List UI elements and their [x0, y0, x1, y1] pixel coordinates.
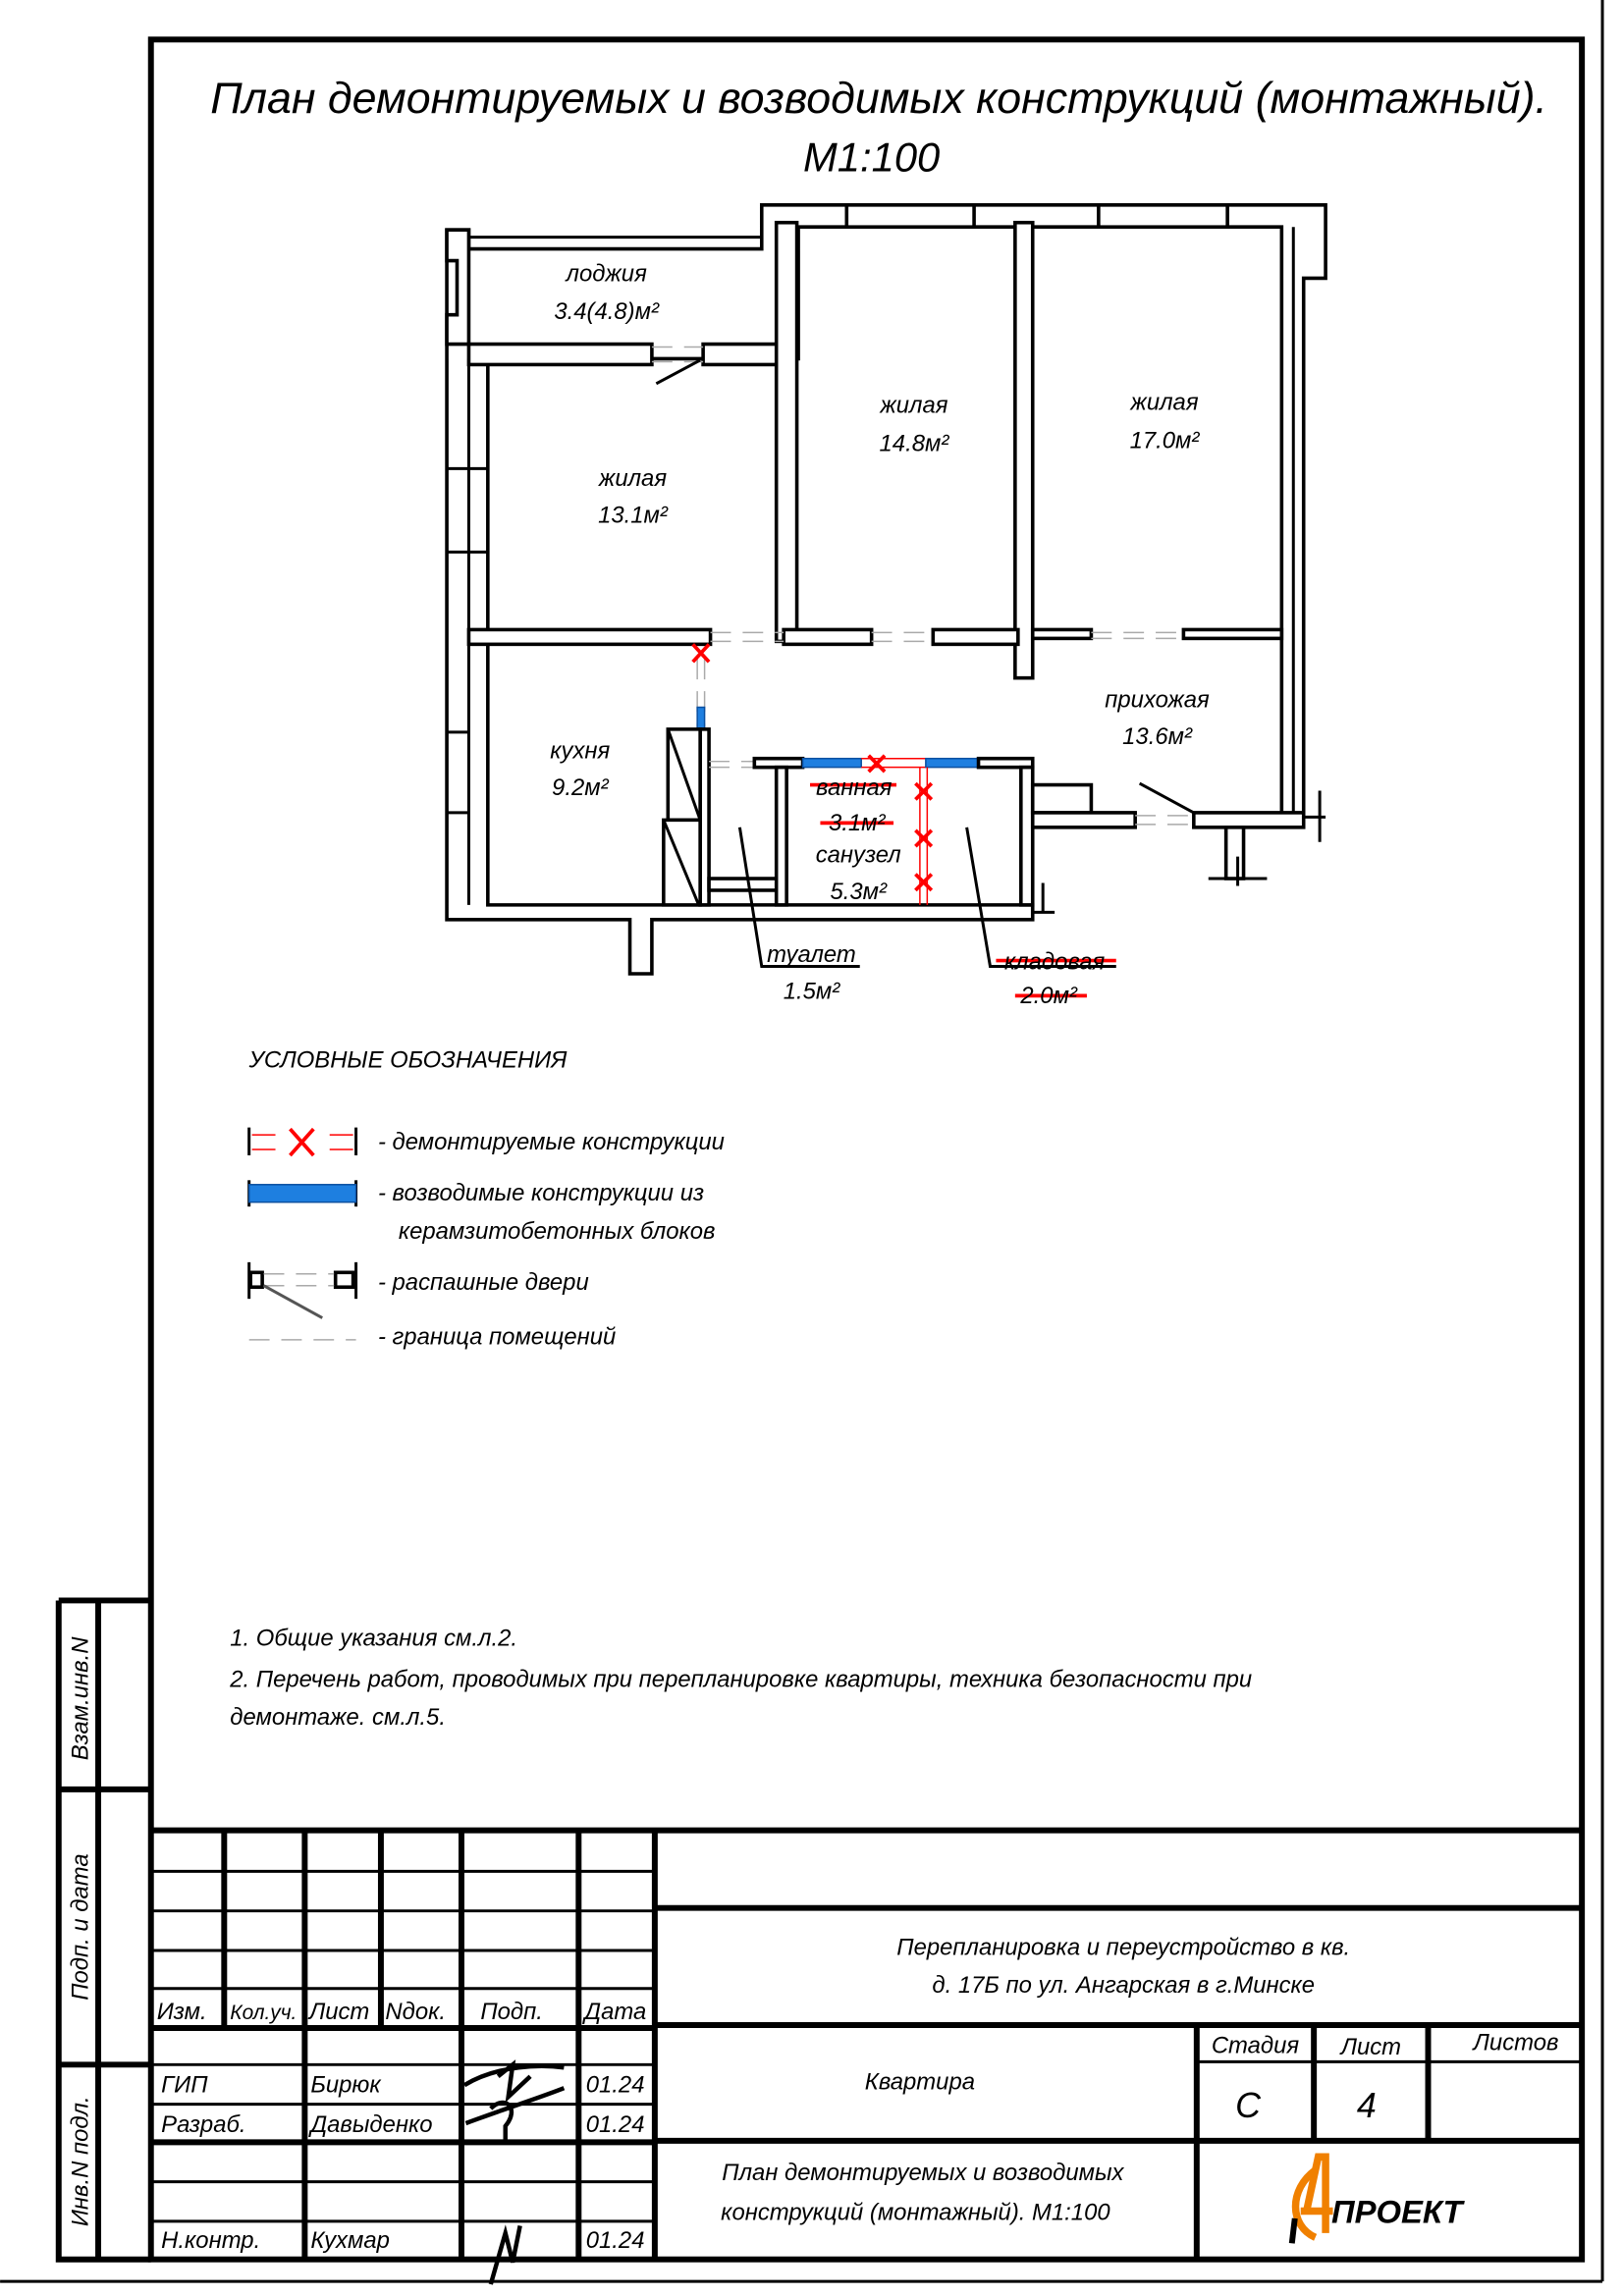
legend-title: УСЛОВНЫЕ ОБОЗНАЧЕНИЯ [248, 1046, 568, 1073]
room-name-removed: ванная [816, 774, 893, 801]
room-name: лоджия [564, 260, 647, 287]
demolish-mark [914, 781, 934, 892]
new-wall-segment [801, 757, 862, 769]
tb-date: 01.24 [586, 2227, 645, 2254]
side-stamp: Взам.инв.N Подп. и дата Инв.N подл. [55, 1597, 151, 2263]
tb-header: Лист [307, 1999, 369, 2025]
note: 1. Общие указания см.л.2. [230, 1626, 517, 1652]
room-area: 13.6м² [1122, 723, 1193, 750]
window [1097, 203, 1229, 230]
tb-date: 01.24 [586, 2111, 645, 2138]
stage-label: Стадия [1212, 2032, 1300, 2058]
room-name: кухня [550, 738, 610, 765]
room-area: 5.3м² [830, 879, 888, 905]
side-stamp-label: Инв.N подл. [68, 2096, 94, 2226]
room-name: туалет [767, 941, 856, 968]
leader-line [737, 827, 860, 969]
leader-line [965, 827, 1116, 969]
title-block: Изм. Кол.уч. Лист Nдок. Подп. Дата ГИП Б… [150, 1827, 1583, 2285]
tb-header: Подп. [480, 1999, 543, 2025]
note: демонтаже. см.л.5. [230, 1704, 446, 1731]
demolish-mark [691, 643, 711, 664]
room-name-removed: кладовая [1004, 949, 1106, 976]
new-wall-segment [696, 706, 706, 730]
tb-person: Бирюк [310, 2072, 382, 2099]
legend-demolish-symbol [247, 1127, 358, 1157]
company-logo: ПРОЕКТ [1288, 2153, 1465, 2244]
logo-text: ПРОЕКТ [1331, 2193, 1465, 2229]
tb-header: Кол.уч. [230, 2002, 297, 2024]
tb-date: 01.24 [586, 2072, 645, 2099]
room-area: 14.8м² [880, 430, 950, 456]
window [844, 203, 976, 230]
sheet-value: 4 [1357, 2086, 1377, 2125]
demolish-mark [867, 754, 887, 774]
room-name: прихожая [1105, 686, 1210, 713]
door-swing [1138, 781, 1195, 815]
side-stamp-label: Подп. и дата [68, 1853, 94, 2000]
legend-item: керамзитобетонных блоков [399, 1218, 716, 1245]
drawing-name: конструкций (монтажный). М1:100 [721, 2199, 1110, 2225]
tb-role: Разраб. [161, 2111, 245, 2138]
legend-item: - граница помещений [378, 1323, 616, 1350]
object-name: Квартира [865, 2069, 975, 2096]
room-name: жилая [598, 465, 667, 492]
tb-header: Дата [581, 1999, 646, 2025]
wall [774, 220, 799, 644]
room-area: 9.2м² [552, 774, 610, 801]
sheet-label: Лист [1339, 2034, 1401, 2060]
room-area: 17.0м² [1130, 427, 1201, 454]
note: 2. Перечень работ, проводимых при перепл… [229, 1666, 1252, 1692]
tb-person: Кухмар [310, 2227, 390, 2254]
legend-door-symbol [247, 1261, 358, 1319]
sheets-label: Листов [1472, 2029, 1559, 2056]
project-title: Перепланировка и переустройство в кв. [896, 1934, 1350, 1960]
tb-header: Nдок. [385, 1999, 446, 2025]
legend-item: - распашные двери [378, 1269, 589, 1296]
tb-person: Давыденко [307, 2111, 432, 2138]
drawing-scale: М1:100 [803, 134, 940, 181]
drawing-title: План демонтируемых и возводимых конструк… [210, 74, 1547, 123]
room-area-removed: 2.0м² [1019, 983, 1078, 1009]
room-area: 13.1м² [598, 503, 669, 529]
tb-header: Изм. [157, 1999, 207, 2025]
wall [1013, 220, 1035, 680]
room-name: санузел [816, 842, 901, 869]
drawing-name: План демонтируемых и возводимых [722, 2160, 1124, 2186]
side-stamp-label: Взам.инв.N [68, 1636, 94, 1760]
room-area: 3.4(4.8)м² [554, 298, 660, 325]
new-wall-segment [925, 757, 980, 769]
signature [462, 2059, 566, 2285]
door-swing [655, 358, 701, 386]
room-area-removed: 3.1м² [829, 810, 887, 836]
legend-item: - демонтируемые конструкции [378, 1129, 725, 1155]
legend-item: - возводимые конструкции из [378, 1180, 704, 1206]
project-address: д. 17Б по ул. Ангарская в г.Минске [932, 1972, 1315, 1999]
room-name: жилая [1129, 390, 1198, 416]
wall [466, 627, 713, 647]
tb-role: ГИП [161, 2072, 208, 2099]
legend-new-wall-symbol [247, 1180, 358, 1207]
tb-role: Н.контр. [161, 2227, 260, 2254]
wall [466, 342, 654, 367]
floor-plan [445, 203, 1327, 998]
stage-value: С [1235, 2086, 1262, 2125]
room-name: жилая [879, 393, 947, 419]
drawing-frame [147, 36, 1586, 2263]
room-area: 1.5м² [784, 978, 841, 1004]
